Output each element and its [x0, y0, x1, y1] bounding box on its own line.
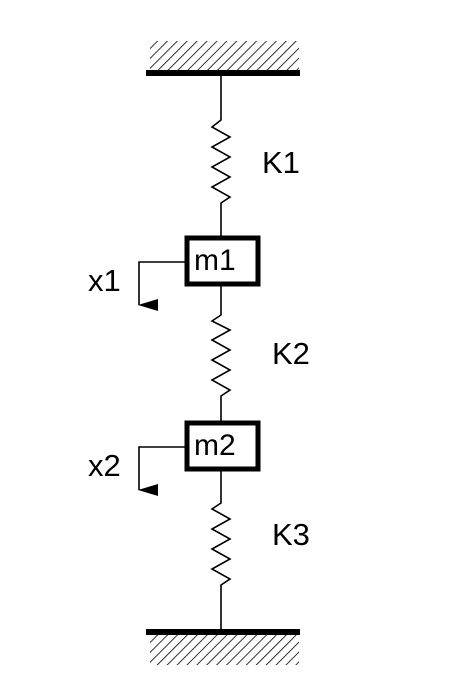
m2-label: m2 — [194, 429, 236, 462]
spring-k3 — [210, 469, 232, 631]
bottom-wall-hatching — [150, 635, 299, 665]
x1-displacement-arrow — [138, 261, 187, 311]
mass-m2-box — [184, 420, 261, 472]
mass-m2: m2 — [184, 420, 261, 472]
m1-label: m1 — [194, 244, 236, 277]
bottom-wall — [146, 629, 300, 665]
x2-label: x2 — [88, 448, 121, 483]
spring-k2 — [210, 284, 232, 423]
spring-k1 — [210, 73, 232, 238]
x2-displacement-arrow — [138, 446, 187, 496]
spring-k1-coil — [210, 73, 232, 238]
k3-label: K3 — [272, 517, 310, 552]
k2-label: K2 — [272, 336, 310, 371]
spring-k2-coil — [210, 284, 232, 423]
k1-label: K1 — [262, 145, 300, 180]
x2-arrow-line — [138, 446, 187, 496]
mass-m1: m1 — [184, 235, 261, 287]
mass-m1-box — [184, 235, 261, 287]
x1-label: x1 — [88, 263, 121, 298]
spring-k3-coil — [210, 469, 232, 631]
top-wall — [146, 41, 300, 76]
x1-arrow-line — [138, 261, 187, 311]
top-wall-hatching — [150, 41, 299, 71]
